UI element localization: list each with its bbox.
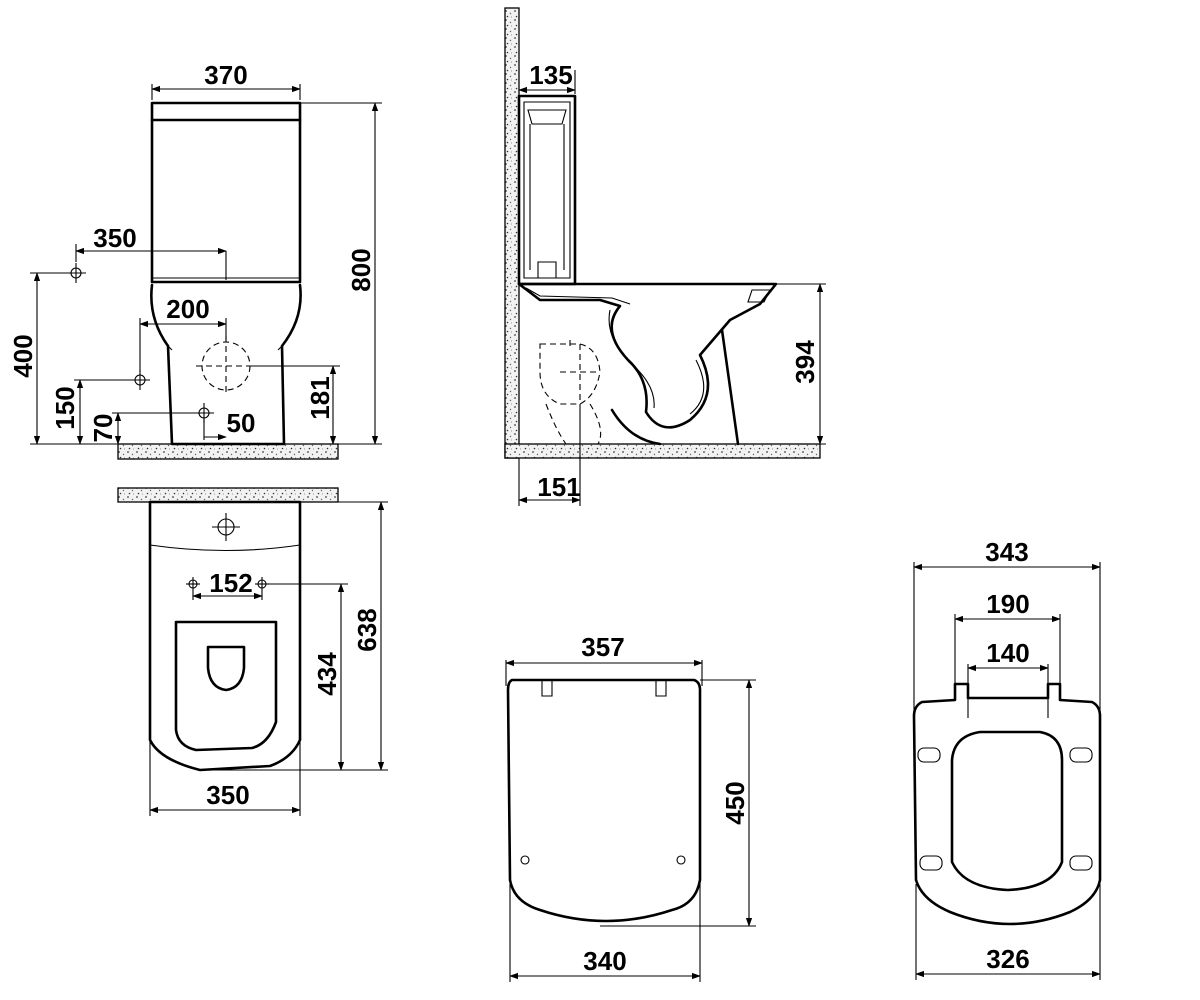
dim-200: 200 — [166, 294, 209, 324]
lid-view: 357 450 340 — [505, 632, 756, 982]
dim-638: 638 — [352, 608, 382, 651]
seat-buffer-bl — [919, 855, 943, 871]
dim-343: 343 — [985, 537, 1028, 567]
lid-outline — [506, 678, 702, 923]
dim-150: 150 — [50, 386, 80, 429]
dim-326: 326 — [986, 944, 1029, 974]
bowl-outline — [150, 283, 302, 446]
dim-190: 190 — [986, 589, 1029, 619]
dim-800: 800 — [346, 248, 376, 291]
dim-340: 340 — [583, 946, 626, 976]
dim-135: 135 — [529, 60, 572, 90]
seat-buffer-br — [1069, 855, 1093, 871]
bowl-rim-plan — [174, 620, 278, 752]
dim-70: 70 — [88, 414, 118, 443]
lid-buffer-right — [676, 855, 686, 865]
dim-394: 394 — [790, 340, 820, 384]
dim-50: 50 — [227, 408, 256, 438]
dim-151: 151 — [537, 472, 580, 502]
dim-350-plan: 350 — [206, 780, 249, 810]
dim-181: 181 — [305, 376, 335, 419]
seat-outline — [912, 682, 1102, 926]
side-view: 135 394 151 — [504, 7, 826, 506]
outlet-dashed — [539, 343, 601, 405]
bowl-section — [517, 282, 778, 429]
bowl-opening-plan — [206, 645, 246, 692]
wall-plan — [117, 487, 339, 503]
plan-outline — [148, 500, 302, 772]
seat-buffer-tl — [917, 747, 941, 763]
dim-450: 450 — [720, 781, 750, 824]
dim-357: 357 — [581, 632, 624, 662]
seat-buffer-tr — [1069, 747, 1093, 763]
plan-view: 152 638 434 350 — [117, 487, 388, 816]
dim-350-front: 350 — [93, 223, 136, 253]
dim-434: 434 — [312, 652, 342, 696]
seat-view: 343 190 140 326 — [912, 537, 1102, 980]
lid-buffer-left — [520, 855, 530, 865]
cistern-outline — [150, 101, 302, 284]
dim-370: 370 — [204, 60, 247, 90]
floor-slab — [117, 443, 339, 460]
seat-opening — [950, 730, 1064, 892]
floor-slab-side — [504, 443, 821, 459]
dim-400: 400 — [8, 334, 38, 377]
dim-152: 152 — [209, 568, 252, 598]
wall — [504, 7, 520, 459]
dim-140: 140 — [986, 638, 1029, 668]
front-view: 370 800 350 200 400 150 70 50 — [8, 60, 382, 460]
